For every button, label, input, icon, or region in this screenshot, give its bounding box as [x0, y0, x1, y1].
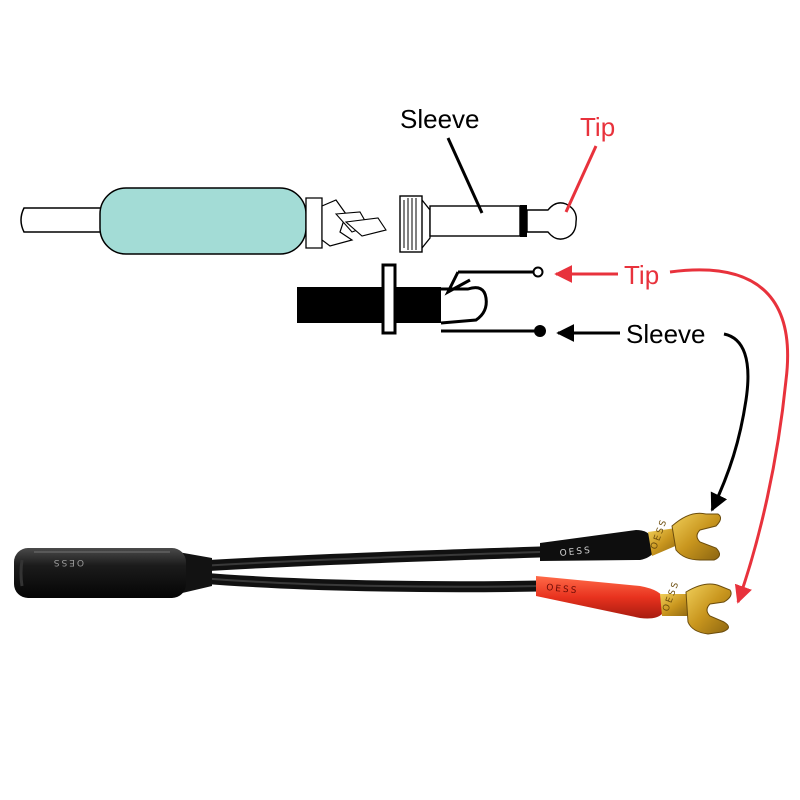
- plug-handle: [99, 187, 307, 255]
- female-jack-barrel: [14, 548, 186, 598]
- jack-tip-contact: [440, 286, 488, 325]
- adapter-cable: OESS OESS OESS OESS OESS: [14, 512, 732, 635]
- sleeve-routing-arrow: [710, 332, 750, 512]
- plug-sleeve-shaft: [429, 205, 521, 237]
- jack-sleeve-label: Sleeve: [626, 319, 706, 349]
- red-wire-stamp: OESS: [546, 583, 579, 596]
- jack-barrel: [395, 287, 441, 323]
- jack-tip-label: Tip: [624, 260, 659, 290]
- plug-sleeve-label: Sleeve: [400, 104, 480, 134]
- plug-insulator-ring: [520, 205, 527, 237]
- black-heat-shrink: [540, 530, 654, 561]
- jack-schematic: [297, 263, 546, 337]
- black-wire-stamp: OESS: [559, 546, 592, 559]
- jack-tip-terminal: [532, 266, 544, 278]
- jack-strain-relief: [178, 552, 212, 594]
- red-spade-lug: OESS: [660, 579, 732, 635]
- jack-sleeve-terminal: [534, 325, 546, 337]
- plug-collar: [305, 197, 323, 249]
- jack-barrel-stamp: OESS: [52, 557, 84, 567]
- plug-tip-leader: [564, 145, 598, 213]
- red-heat-shrink: [536, 576, 664, 619]
- plug-sleeve-leader: [446, 137, 484, 214]
- jack-tip-spring: [444, 270, 536, 296]
- jack-panel: [381, 263, 397, 335]
- black-spade-lug: OESS: [648, 512, 722, 561]
- plug-cable: [20, 207, 109, 233]
- plug-tip: [526, 202, 577, 240]
- quarter-inch-plug: [20, 187, 577, 255]
- plug-tip-label: Tip: [580, 112, 615, 142]
- tip-routing-arrow: [669, 268, 790, 604]
- plug-thread-nut: [399, 195, 431, 253]
- jack-body: [297, 287, 383, 323]
